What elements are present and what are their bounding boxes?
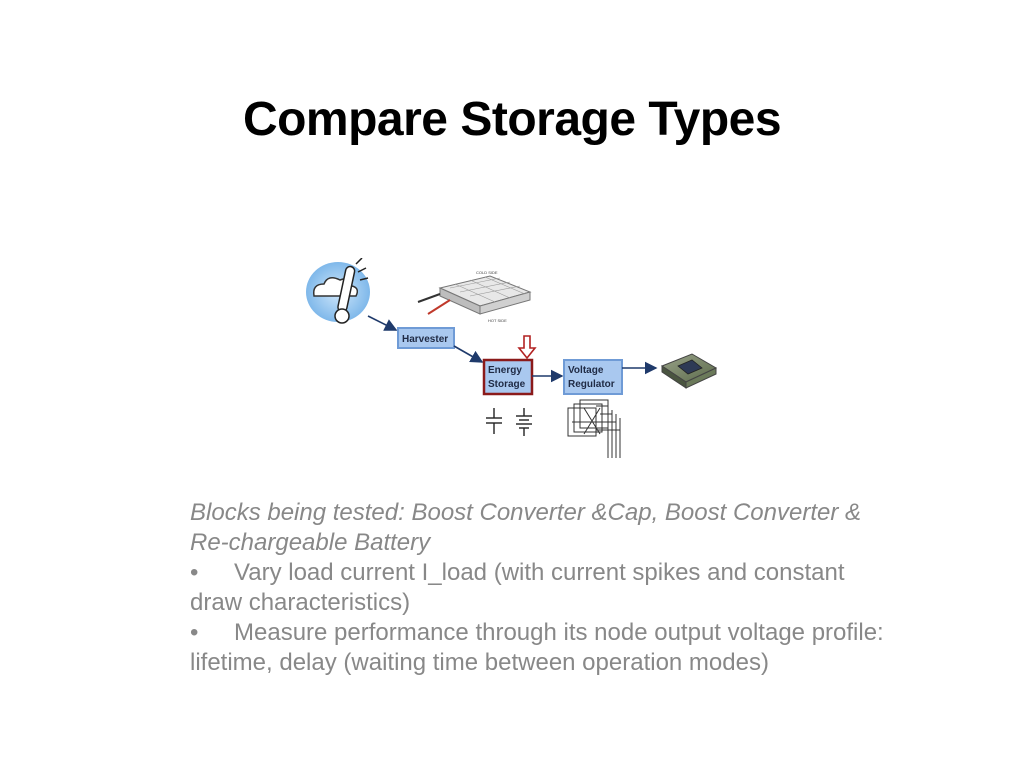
harvester-label: Harvester	[402, 334, 448, 345]
energy-storage-label-line2: Storage	[488, 379, 526, 390]
thermoelectric-module-icon: COLD SIDE HOT SIDE	[417, 270, 532, 323]
processor-chip-icon	[660, 353, 718, 389]
voltage-regulator-block: Voltage Regulator	[563, 359, 623, 395]
voltage-regulator-label-line2: Regulator	[568, 379, 615, 390]
battery-symbol-icon	[516, 408, 532, 436]
capacitor-symbol-icon	[486, 408, 502, 434]
regulator-circuit-schematic-icon	[567, 399, 621, 458]
slide-body: Blocks being tested: Boost Converter &Ca…	[190, 498, 890, 678]
bullet-text: Measure performance through its node out…	[190, 619, 884, 676]
bullet-text: Vary load current I_load (with current s…	[190, 559, 845, 616]
bullet-symbol: •	[190, 559, 199, 586]
energy-storage-label-line1: Energy	[488, 365, 522, 376]
down-arrow-icon	[517, 335, 537, 360]
bullet-item: •Measure performance through its node ou…	[190, 618, 890, 678]
voltage-regulator-label-line1: Voltage	[568, 365, 604, 376]
bullet-item: •Vary load current I_load (with current …	[190, 558, 890, 618]
bullet-symbol: •	[190, 619, 199, 646]
slide-title: Compare Storage Types	[242, 93, 782, 146]
energy-harvesting-diagram: COLD SIDE HOT SIDE Harvester Energy Stor…	[300, 258, 730, 468]
weather-thermometer-icon	[306, 258, 370, 324]
svg-text:HOT SIDE: HOT SIDE	[488, 318, 507, 323]
harvester-block: Harvester	[397, 327, 455, 349]
intro-text: Blocks being tested: Boost Converter &Ca…	[190, 499, 862, 556]
svg-text:COLD SIDE: COLD SIDE	[476, 270, 498, 275]
energy-storage-block: Energy Storage	[482, 358, 534, 396]
